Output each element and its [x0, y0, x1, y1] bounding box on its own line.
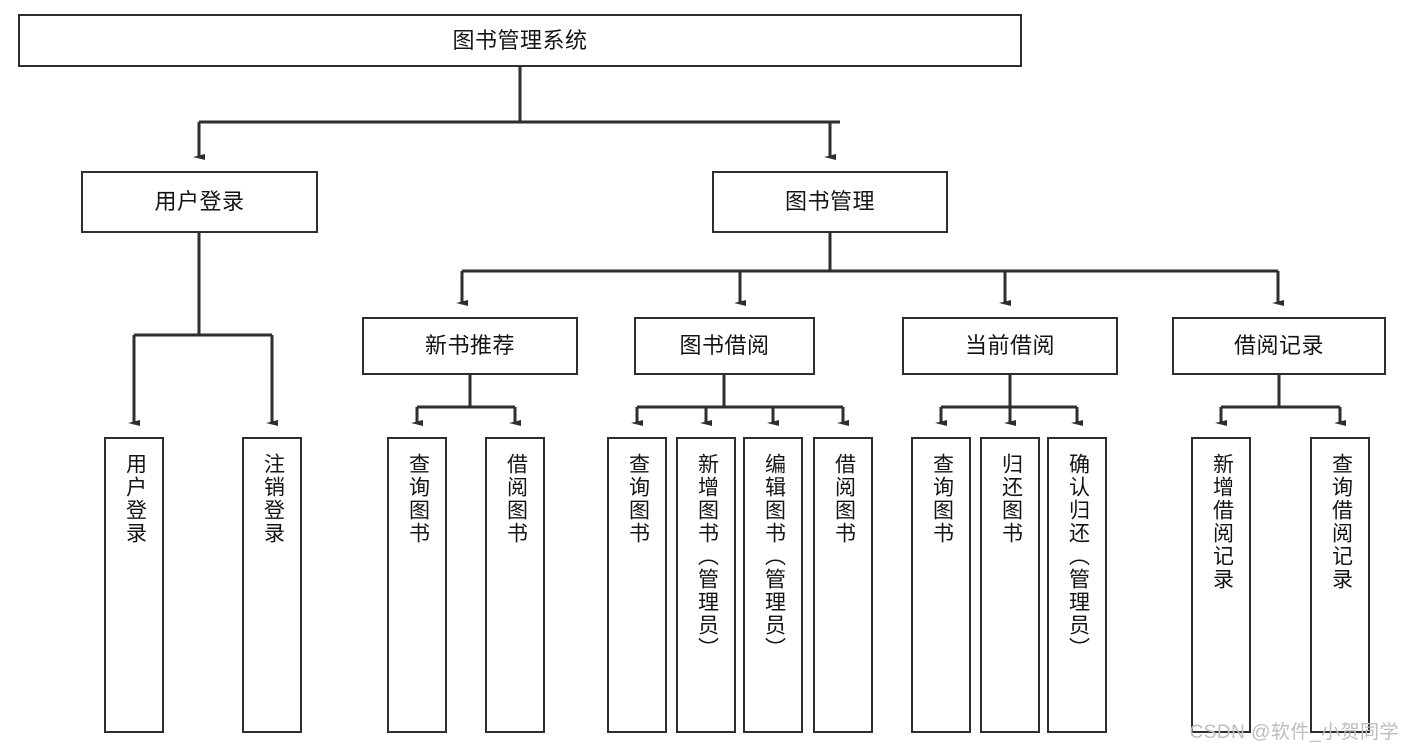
node-label: 新书推荐 [424, 333, 515, 359]
leaf-user-login[interactable]: 用户登录 [104, 437, 164, 733]
node-label: 查询图书 [406, 453, 430, 545]
leaf-query-books-borrowing[interactable]: 查询图书 [607, 437, 667, 733]
node-label: 用户登录 [123, 453, 147, 545]
node-label: 确认归还（管理员） [1066, 453, 1090, 660]
leaf-add-book-admin[interactable]: 新增图书（管理员） [676, 437, 736, 733]
node-root-library-management-system[interactable]: 图书管理系统 [18, 14, 1022, 67]
node-label: 图书借阅 [679, 333, 770, 359]
leaf-borrow-books-borrowing[interactable]: 借阅图书 [813, 437, 873, 733]
node-book-borrowing[interactable]: 图书借阅 [634, 317, 815, 375]
node-user-login[interactable]: 用户登录 [81, 171, 318, 233]
node-label: 注销登录 [261, 453, 285, 545]
leaf-return-books[interactable]: 归还图书 [980, 437, 1040, 733]
leaf-query-books-current[interactable]: 查询图书 [911, 437, 971, 733]
node-label: 归还图书 [999, 453, 1023, 545]
node-label: 用户登录 [154, 189, 245, 215]
node-book-management[interactable]: 图书管理 [712, 171, 948, 233]
node-label: 借阅图书 [832, 453, 856, 545]
node-label: 新增借阅记录 [1210, 453, 1234, 591]
leaf-borrow-books-recommendation[interactable]: 借阅图书 [485, 437, 545, 733]
node-label: 查询图书 [930, 453, 954, 545]
node-label: 图书管理 [784, 189, 875, 215]
node-new-book-recommendation[interactable]: 新书推荐 [362, 317, 578, 375]
node-borrowing-records[interactable]: 借阅记录 [1172, 317, 1386, 375]
leaf-confirm-return-admin[interactable]: 确认归还（管理员） [1047, 437, 1107, 733]
node-label: 当前借阅 [964, 333, 1055, 359]
leaf-query-borrowing-record[interactable]: 查询借阅记录 [1310, 437, 1370, 733]
node-current-borrowing[interactable]: 当前借阅 [902, 317, 1118, 375]
leaf-query-books-recommendation[interactable]: 查询图书 [387, 437, 447, 733]
node-label: 借阅记录 [1233, 333, 1324, 359]
node-label: 借阅图书 [504, 453, 528, 545]
leaf-add-borrowing-record[interactable]: 新增借阅记录 [1191, 437, 1251, 733]
node-label: 图书管理系统 [452, 27, 588, 53]
watermark: CSDN @软件_小贺同学 [1189, 722, 1399, 743]
leaf-edit-book-admin[interactable]: 编辑图书（管理员） [743, 437, 803, 733]
node-label: 查询借阅记录 [1329, 453, 1353, 591]
node-label: 编辑图书（管理员） [762, 453, 786, 660]
leaf-logout[interactable]: 注销登录 [242, 437, 302, 733]
node-label: 新增图书（管理员） [695, 453, 719, 660]
node-label: 查询图书 [626, 453, 650, 545]
